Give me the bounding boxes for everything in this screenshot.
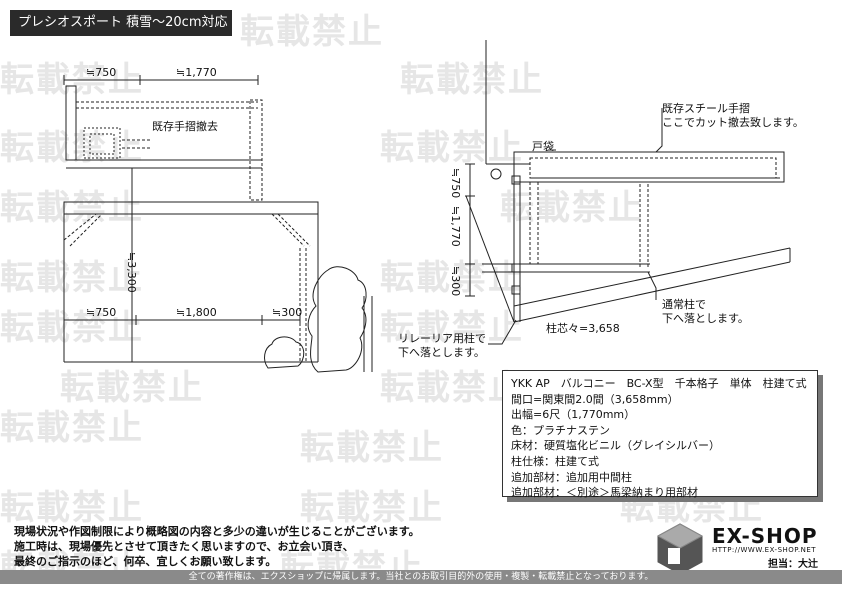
plan-dim-bottom-mid: ≒1,800: [176, 306, 217, 319]
existing-rail-box: [83, 127, 121, 159]
note-line: 最終のご指示のほど、何卒、宜しくお願い致します。: [14, 555, 277, 568]
shrub-tall: [307, 266, 367, 373]
watermark-text: 転載禁止: [400, 60, 544, 100]
label-post-pitch: 柱芯々=3,658: [546, 322, 620, 335]
watermark-text: 転載禁止: [0, 128, 144, 168]
page-title: プレシオスポート 積雪～20cm対応: [10, 10, 232, 36]
plan-view: [63, 75, 373, 373]
spec-line: 出幅=6尺（1,770mm）: [511, 408, 636, 422]
label-steel-2: ここでカット撤去致します。: [662, 116, 804, 129]
spec-line: 追加部材：＜別途＞馬梁納まり用部材: [511, 486, 698, 500]
leader-normal-post: [647, 271, 657, 300]
plan-dim-bottom-left: ≒750: [86, 306, 117, 319]
plan-dim-top-left: ≒750: [86, 66, 117, 79]
watermark-text: 転載禁止: [0, 308, 144, 348]
spec-line: 柱仕様：柱建て式: [511, 454, 599, 468]
plan-dim-top-right: ≒1,770: [176, 66, 217, 79]
watermark-text: 転載禁止: [0, 408, 144, 448]
spec-line: 床材：硬質塩化ビニル（グレイシルバー）: [511, 439, 720, 453]
watermark-text: 転載禁止: [500, 188, 644, 228]
logo-name: EX-SHOP: [712, 524, 818, 548]
spec-line: 間口=関東間2.0間（3,658mm）: [511, 392, 679, 406]
watermark-text: 転載禁止: [380, 128, 524, 168]
drain-circle: [490, 168, 502, 180]
logo-url: HTTP://WWW.EX-SHOP.NET: [712, 546, 817, 554]
watermark-text: 転載禁止: [240, 12, 384, 52]
label-existing-rail: 既存手摺撤去: [152, 120, 218, 133]
label-rear-post-2: 下へ落とします。: [398, 346, 485, 359]
shrub-small: [264, 336, 305, 369]
leader-rear-post: [488, 319, 517, 345]
right-post-upper: [249, 99, 263, 201]
watermark-text: 転載禁止: [380, 308, 524, 348]
label-tobukuro: 戸袋: [532, 140, 554, 153]
watermark-text: 転載禁止: [60, 368, 204, 408]
spec-line: 色：プラチナステン: [511, 423, 610, 437]
label-rear-post-1: リレーリア用柱で: [398, 332, 486, 345]
footer-copyright: 全ての著作権は、エクスショップに帰属します。当社とのお取引目的外の使用・複製・転…: [0, 570, 842, 584]
label-normal-post-2: 下へ落とします。: [662, 312, 749, 325]
plan-dim-bottom-right: ≒300: [272, 306, 303, 319]
watermark-text: 転載禁止: [380, 368, 524, 408]
logo-cube: [656, 523, 704, 575]
section-dim-1770: ≒1,770: [449, 206, 462, 247]
watermark-text: 転載禁止: [0, 488, 144, 528]
watermark-text: 転載禁止: [380, 258, 524, 298]
watermark-text: 転載禁止: [0, 258, 144, 298]
spec-line: YKK AP バルコニー BC-X型 千本格子 単体 柱建て式: [511, 377, 807, 390]
spec-line: 追加部材：追加用中間柱: [511, 470, 632, 484]
spec-box: YKK AP バルコニー BC-X型 千本格子 単体 柱建て式 間口=関東間2.…: [502, 370, 818, 499]
note-line: 現場状況や作図制限により概略図の内容と多少の違いが生じることがございます。: [14, 525, 420, 538]
label-steel-1: 既存スチール手摺: [662, 102, 750, 115]
balcony-floor: [513, 151, 785, 183]
staff-label: 担当：大辻: [768, 559, 818, 570]
watermark-text: 転載禁止: [0, 188, 144, 228]
plan-dim-vertical: ≒3,300: [125, 252, 138, 293]
notes-block: 現場状況や作図制限により概略図の内容と多少の違いが生じることがございます。 施工…: [14, 524, 420, 569]
section-view: [465, 40, 791, 345]
watermark-text: 転載禁止: [300, 488, 444, 528]
section-dim-750: ≒750: [449, 168, 462, 199]
balcony-beam: [63, 201, 319, 215]
label-normal-post-1: 通常柱で: [662, 298, 706, 311]
section-dim-300: ≒300: [449, 266, 462, 297]
wall-post: [65, 85, 77, 161]
watermark-text: 転載禁止: [300, 428, 444, 468]
note-line: 施工時は、現場優先とさせて頂きたく思いますので、お立会い頂き、: [14, 540, 354, 553]
leader-steel: [655, 108, 663, 153]
sloped-beam-top: [513, 247, 791, 307]
